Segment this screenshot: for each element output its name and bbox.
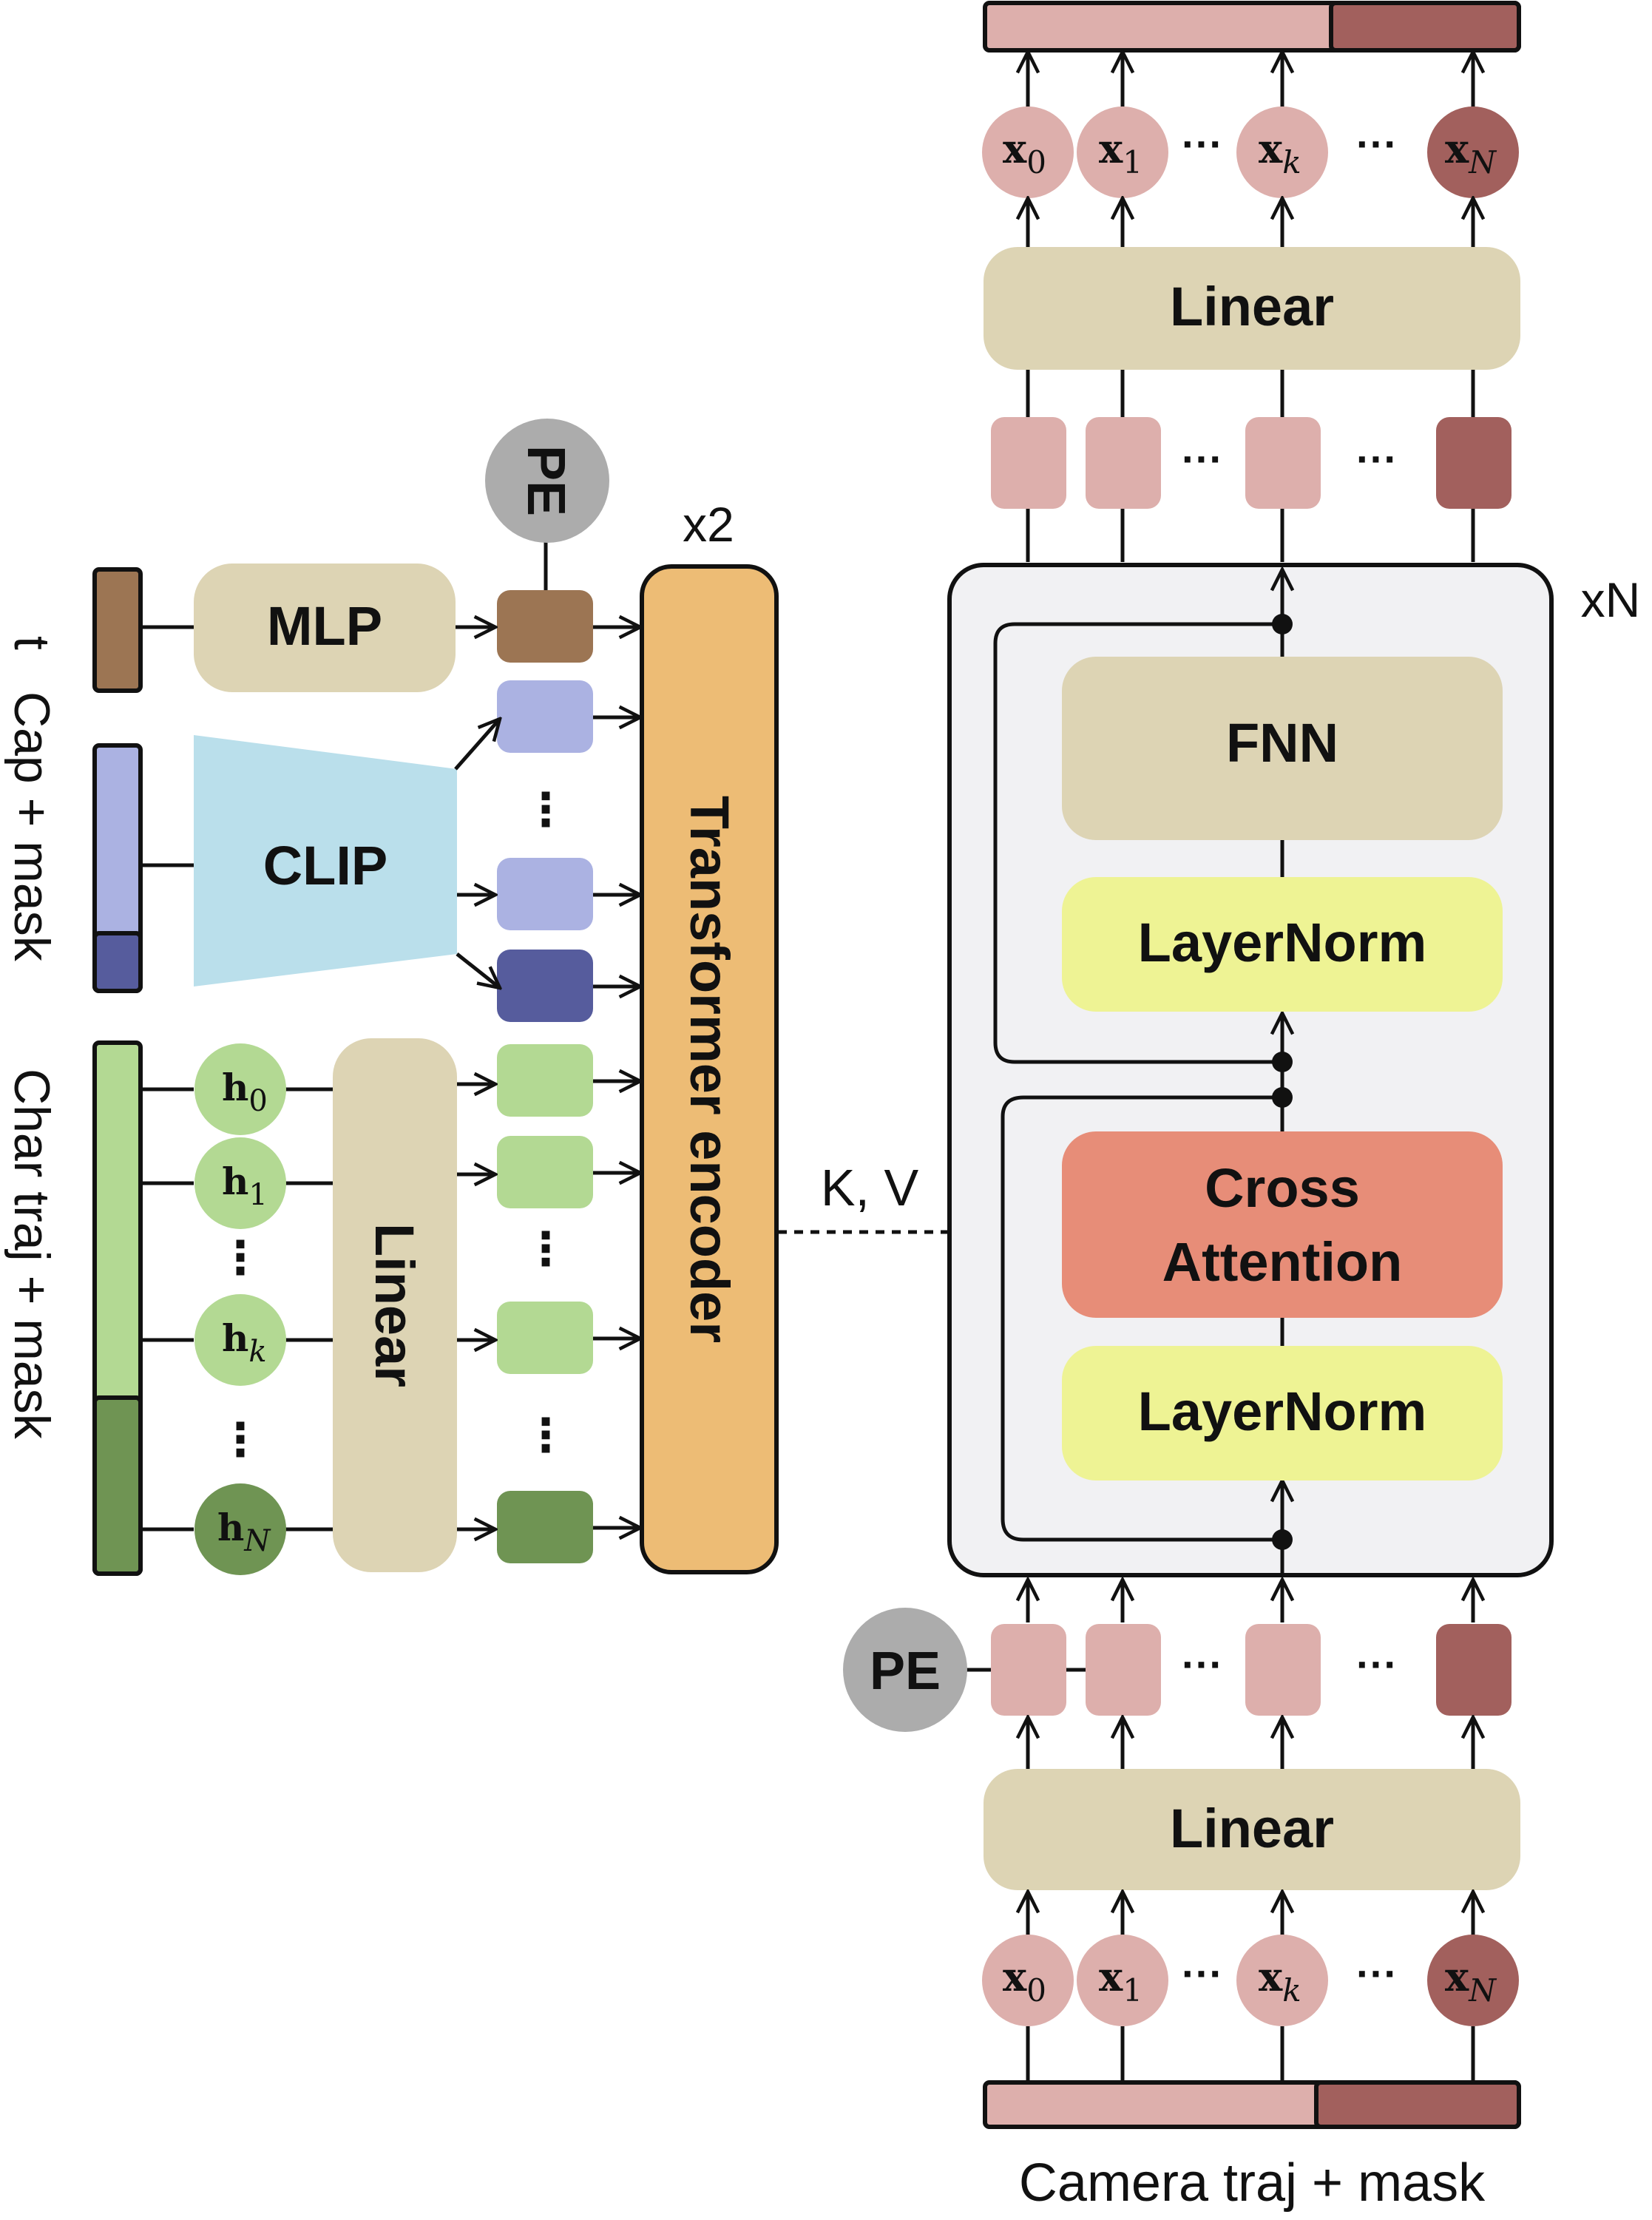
out-dots-1: ··· [1182,121,1223,167]
h-node-n: hN [194,1483,286,1575]
residual-junctions [1272,614,1293,1550]
token-vdots-3: ⋮ [523,1410,569,1461]
svg-text:hk: hk [222,1316,267,1369]
encoder-repeat-label: x2 [683,497,734,552]
output-bar [983,1,1521,53]
svg-text:xN: xN [1445,1953,1497,2009]
dec-out-token-1 [1086,417,1161,509]
side-label-char-traj-mask: Char traj + mask [4,1069,60,1440]
layernorm-upper-block: LayerNorm [1062,877,1503,1012]
svg-text:xk: xk [1259,1953,1301,2009]
token-t [497,590,593,663]
svg-text:x1: x1 [1099,125,1142,180]
token-h-1 [497,1136,593,1208]
t-input-bar [92,567,143,693]
output-linear-block: Linear [984,247,1520,370]
svg-text:h0: h0 [222,1066,268,1118]
token-vdots-2: ⋮ [523,1224,569,1275]
cross-label: Cross [1205,1157,1360,1219]
token-cap-mask [497,950,593,1022]
kv-label: K, V [821,1159,919,1216]
svg-text:x1: x1 [1099,1953,1142,2009]
dec-in-token-1 [1086,1624,1161,1716]
dec-in-token-k [1245,1624,1321,1716]
layernorm-lower-block: LayerNorm [1062,1346,1503,1480]
dec-in-token-0 [991,1624,1066,1716]
output-linear-label: Linear [1170,276,1334,337]
input-linear-label: Linear [1170,1798,1334,1859]
out-x-node-n: xN [1427,106,1519,198]
pe-decoder-circle: PE [843,1608,967,1732]
h-vdots-2: ⋮ [217,1415,263,1466]
clip-encoder: CLIP [194,735,457,987]
h-node-0: h0 [194,1043,286,1135]
svg-text:h1: h1 [222,1160,268,1212]
svg-text:hN: hN [217,1506,271,1558]
layernorm-upper-label: LayerNorm [1138,912,1427,973]
in-x-node-0: x0 [982,1935,1074,2026]
camera-input-bar [983,2080,1521,2129]
token-vdots-1: ⋮ [523,785,569,836]
mlp-label: MLP [267,595,382,657]
output-x-nodes: x0 x1 ··· xk ··· xN [982,106,1519,198]
pe-decoder-label: PE [870,1642,941,1701]
svg-text:x0: x0 [1003,1953,1046,2009]
out-x-node-0: x0 [982,106,1074,198]
dec-out-dots-1: ··· [1182,436,1223,482]
transformer-encoder-label: Transformer encoder [679,796,740,1343]
cap-input-bar [92,743,143,993]
dec-out-token-k [1245,417,1321,509]
layernorm-lower-label: LayerNorm [1138,1381,1427,1442]
dec-in-dots-2: ··· [1356,1641,1398,1688]
out-x-node-k: xk [1236,106,1328,198]
dec-in-token-n [1436,1624,1511,1716]
out-x-node-1: x1 [1077,106,1168,198]
in-x-node-1: x1 [1077,1935,1168,2026]
camera-traj-label: Camera traj + mask [1019,2153,1486,2213]
encoder-tokens: ⋮ ⋮ ⋮ [497,590,593,1563]
dec-out-token-n [1436,417,1511,509]
mlp-block: MLP [194,564,456,692]
char-linear-block: Linear [333,1038,457,1572]
h-node-k: hk [194,1294,286,1386]
attention-label: Attention [1162,1231,1403,1293]
side-label-cap-mask: Cap + mask [4,691,60,962]
token-h-0 [497,1044,593,1117]
token-h-k [497,1302,593,1374]
dec-in-dots-1: ··· [1182,1641,1223,1688]
decoder-repeat-label: xN [1581,572,1641,627]
out-dots-2: ··· [1356,121,1398,167]
char-traj-input-bar [92,1040,143,1576]
token-cap-2 [497,858,593,930]
token-cap-1 [497,680,593,753]
dec-out-dots-2: ··· [1356,436,1398,482]
side-label-t: t [4,636,60,650]
decoder-output-tokens: ··· ··· [991,417,1511,509]
fnn-block: FNN [1062,657,1503,840]
cross-attention-block: Cross Attention [1062,1131,1503,1318]
transformer-encoder-block: Transformer encoder [640,564,779,1574]
dec-out-token-0 [991,417,1066,509]
in-x-node-n: xN [1427,1935,1519,2026]
h-vdots-1: ⋮ [217,1233,263,1284]
in-dots-2: ··· [1356,1950,1398,1997]
fnn-label: FNN [1226,712,1338,774]
h-node-1: h1 [194,1137,286,1229]
pe-encoder-label: PE [516,445,575,516]
decoder-input-tokens: ··· ··· [991,1624,1511,1716]
in-x-node-k: xk [1236,1935,1328,2026]
h-nodes: h0 h1 ⋮ hk ⋮ hN [194,1043,286,1575]
input-x-nodes: x0 x1 ··· xk ··· xN [982,1935,1519,2026]
svg-text:x0: x0 [1003,125,1046,180]
token-h-n [497,1491,593,1563]
pe-encoder-circle: PE [485,419,609,543]
char-linear-label: Linear [364,1223,425,1387]
input-linear-block: Linear [984,1769,1520,1890]
side-labels: t Cap + mask Char traj + mask [4,636,60,1440]
svg-text:xk: xk [1259,125,1301,180]
in-dots-1: ··· [1182,1950,1223,1997]
clip-label: CLIP [263,835,388,896]
svg-text:xN: xN [1445,125,1497,180]
